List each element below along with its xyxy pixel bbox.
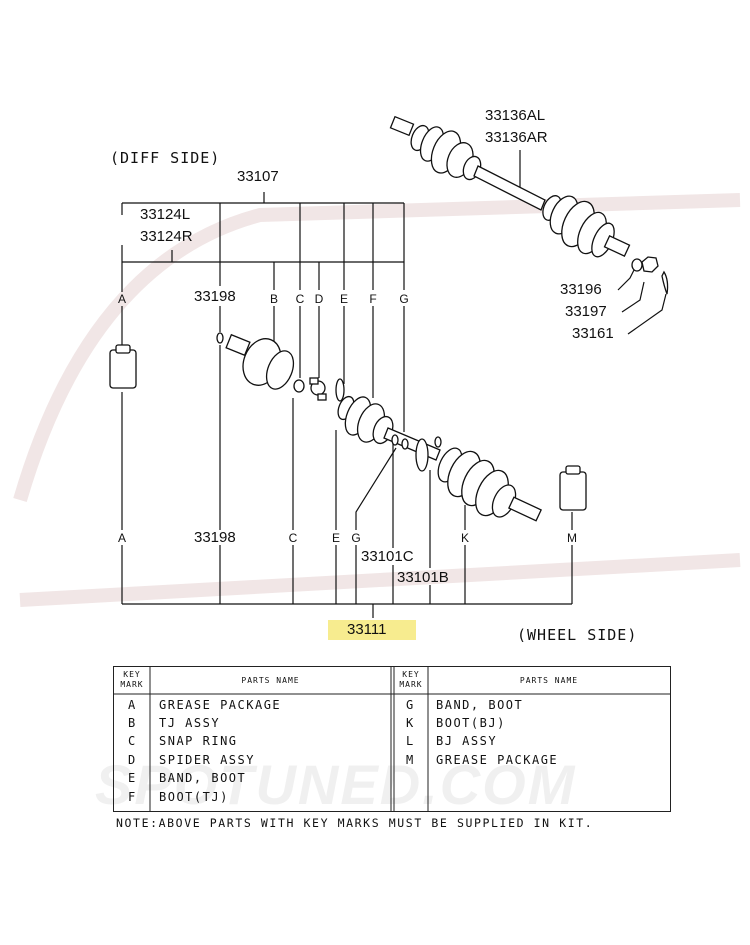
table-header-key-right: KEY MARK bbox=[399, 670, 423, 689]
part-33101b-label: 33101B bbox=[397, 569, 449, 586]
part-33111-label: 33111 bbox=[347, 621, 387, 638]
background-swoosh bbox=[13, 193, 741, 607]
table-name-cell: SNAP RING bbox=[159, 734, 238, 748]
lower-exploded-assembly bbox=[109, 332, 587, 522]
wheel-side-label: (WHEEL SIDE) bbox=[517, 626, 638, 644]
table-key-cell: M bbox=[406, 753, 415, 767]
table-header-parts-right: PARTS NAME bbox=[519, 676, 579, 685]
table-key-cell: E bbox=[128, 771, 137, 785]
part-33136al-label: 33136AL bbox=[485, 107, 546, 124]
key-mark-top-f: F bbox=[369, 292, 377, 306]
part-33197-label: 33197 bbox=[565, 303, 607, 320]
kit-note: NOTE:ABOVE PARTS WITH KEY MARKS MUST BE … bbox=[116, 816, 594, 830]
table-key-cell: B bbox=[128, 716, 137, 730]
table-header-key-left: KEY MARK bbox=[120, 670, 144, 689]
key-mark-top-c: C bbox=[295, 292, 305, 306]
part-33198-bottom-label: 33198 bbox=[194, 529, 236, 546]
table-key-cell: G bbox=[406, 698, 415, 712]
table-name-cell: GREASE PACKAGE bbox=[159, 698, 282, 712]
key-mark-top-d: D bbox=[314, 292, 324, 306]
table-name-cell: SPIDER ASSY bbox=[159, 753, 255, 767]
key-mark-top-a: A bbox=[117, 292, 127, 306]
part-33101c-label: 33101C bbox=[361, 548, 414, 565]
table-name-cell: BJ ASSY bbox=[436, 734, 498, 748]
table-name-cell: GREASE PACKAGE bbox=[436, 753, 559, 767]
table-key-cell: A bbox=[128, 698, 137, 712]
key-mark-bottom-k: K bbox=[460, 531, 470, 545]
key-mark-bottom-c: C bbox=[288, 531, 298, 545]
table-header-parts-left: PARTS NAME bbox=[241, 676, 300, 685]
key-mark-top-g: G bbox=[399, 292, 409, 306]
table-key-cell: D bbox=[128, 753, 137, 767]
diff-side-label: (DIFF SIDE) bbox=[110, 149, 221, 167]
table-key-cell: F bbox=[128, 790, 137, 804]
table-name-cell: BOOT(TJ) bbox=[159, 790, 229, 804]
part-33161-label: 33161 bbox=[572, 325, 614, 342]
key-mark-bottom-m: M bbox=[567, 531, 577, 545]
key-mark-top-b: B bbox=[269, 292, 279, 306]
part-33196-label: 33196 bbox=[560, 281, 602, 298]
key-mark-bottom-a: A bbox=[117, 531, 127, 545]
key-mark-bottom-g: G bbox=[351, 531, 361, 545]
part-33107-label: 33107 bbox=[237, 168, 279, 185]
table-key-cell: K bbox=[406, 716, 415, 730]
table-key-cell: C bbox=[128, 734, 137, 748]
part-33136ar-label: 33136AR bbox=[485, 129, 548, 146]
key-mark-top-e: E bbox=[339, 292, 349, 306]
part-33124l-label: 33124L bbox=[140, 206, 191, 223]
table-name-cell: BAND, BOOT bbox=[436, 698, 524, 712]
highlight-33111 bbox=[328, 620, 416, 640]
parts-table: KEY MARK PARTS NAME KEY MARK PARTS NAME … bbox=[113, 666, 671, 812]
table-grid bbox=[114, 667, 670, 811]
table-name-cell: BAND, BOOT bbox=[159, 771, 247, 785]
key-mark-bottom-e: E bbox=[331, 531, 341, 545]
watermark-text: SPOTUNED.COM bbox=[95, 753, 577, 816]
table-name-cell: TJ ASSY bbox=[159, 716, 221, 730]
upper-shaft-assembly bbox=[389, 115, 669, 295]
part-33198-top-label: 33198 bbox=[194, 288, 236, 305]
part-33124r-label: 33124R bbox=[140, 228, 193, 245]
table-name-cell: BOOT(BJ) bbox=[436, 716, 506, 730]
table-key-cell: L bbox=[406, 734, 415, 748]
